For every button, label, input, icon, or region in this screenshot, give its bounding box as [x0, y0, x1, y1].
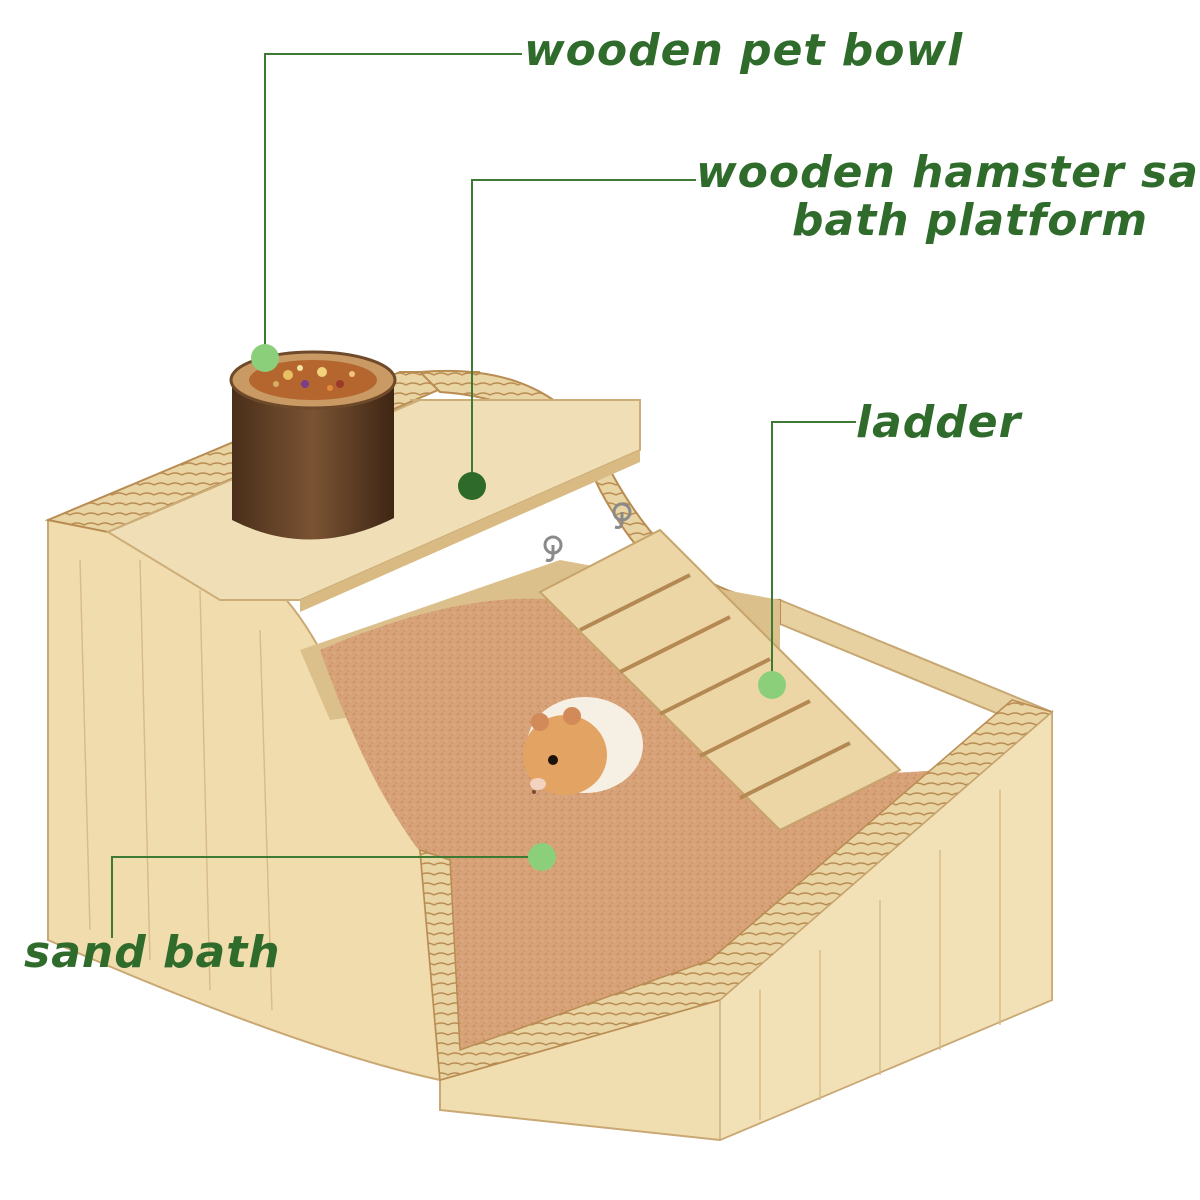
ladder-rungs	[579, 573, 851, 800]
label-sand-bath: sand bath	[24, 927, 281, 978]
leader-lines	[111, 53, 856, 938]
marker-dots	[251, 344, 786, 871]
box-left-side-face	[47, 519, 442, 1082]
label-platform-line2: bath platform	[792, 195, 1149, 246]
label-ladder: ladder	[856, 397, 1022, 448]
pet-bowl-leader	[264, 53, 522, 356]
box-front-rim	[419, 699, 1054, 1081]
label-platform-line1: wooden hamster sand	[696, 147, 1200, 198]
ladder-marker	[758, 671, 786, 699]
sand-area	[320, 598, 1012, 1080]
box-right-face	[719, 710, 1053, 1142]
bowl-bark	[232, 380, 394, 540]
pet-bowl	[229, 350, 397, 540]
bowl-food	[249, 360, 377, 400]
ladder	[538, 528, 902, 832]
hamster	[523, 697, 643, 795]
label-wooden-pet-bowl: wooden pet bowl	[524, 25, 964, 76]
wooden-box	[44, 369, 1054, 1142]
ladder-leader	[771, 421, 856, 685]
sand-bath-leader	[111, 856, 542, 938]
ladder-hooks	[543, 502, 632, 562]
platform-leader	[471, 179, 696, 486]
sand-bath-marker	[528, 843, 556, 871]
pet-bowl-marker	[251, 344, 279, 372]
platform-marker	[458, 472, 486, 500]
bowl-food-bits	[273, 365, 355, 391]
platform-edge	[300, 450, 640, 612]
wood-grain	[79, 559, 1001, 1120]
